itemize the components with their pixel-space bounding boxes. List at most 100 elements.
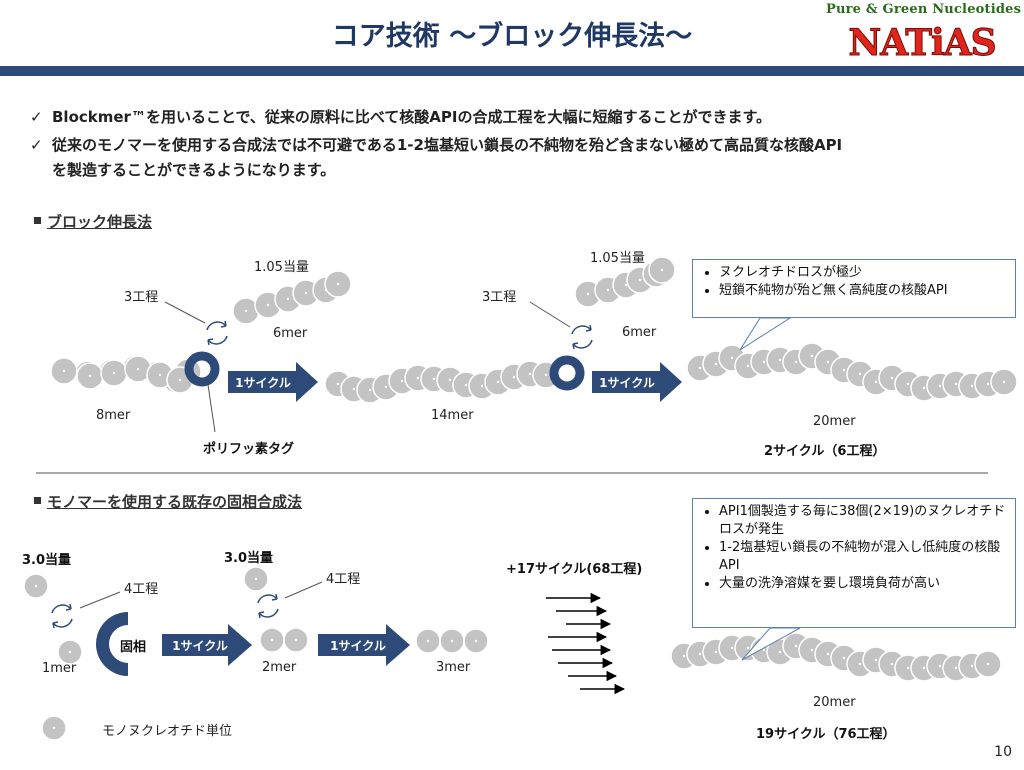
mer-label: 20mer [813,414,856,429]
bead-dot [858,372,862,376]
cycle-arrow: 1サイクル [318,624,410,666]
bead-dot [270,638,274,642]
bead-dot [384,385,388,389]
bead-dot [842,656,846,660]
bead-dot [682,654,686,658]
bead-dot [62,369,66,373]
bead-dot [970,664,974,668]
bead-dot [730,646,734,650]
polyfluoro-tag-icon [549,355,585,391]
leader-line [79,591,121,609]
bead-dot [178,378,182,382]
bead-dot [136,367,140,371]
intro-bullet-2-cont: を製造することができるようになります。 [52,161,336,179]
bead-dot [304,291,308,295]
cycle-arrow-label: 1サイクル [330,639,386,653]
header-divider [0,66,1024,76]
bead-dot [528,372,532,376]
section-heading-block-method: ブロック伸長法 [34,211,152,232]
bead-dot [746,646,750,650]
mer-label: 14mer [431,408,474,423]
section-heading-monomer-method: モノマーを使用する既存の固相合成法 [34,491,302,512]
bead-dot [112,371,116,375]
bead-dot [986,382,990,386]
more-cycles-label: +17サイクル(68工程) [506,562,643,577]
cycle-icon [257,593,279,619]
bead-dot [336,382,340,386]
polyfluoro-tag-label: ポリフッ素タグ [203,442,295,457]
bead-dot [416,376,420,380]
bead-dot [1002,380,1006,384]
bead-dot [544,373,548,377]
mer-label: 1mer [42,661,77,676]
steps-label: 3工程 [124,290,159,305]
bead-dot [426,639,430,643]
callout-item: 1-2塩基短い鎖長の不純物が混入し低純度の核酸API [719,539,1007,575]
bead-dot [480,384,484,388]
bead-dot [874,380,878,384]
bead-dot [624,283,628,287]
brand-tagline: Pure & Green Nucleotides [826,2,1022,17]
bead-dot [778,650,782,654]
bead-dot [826,360,830,364]
total-cycles-label: 19サイクル（76工程） [756,727,896,742]
callout-item: API1個製造する毎に38個(2×19)のヌクレオチドロスが発生 [719,503,1007,539]
bead-dot [922,666,926,670]
bead-dot [336,282,340,286]
bead-dot [660,268,664,272]
bead-dot [158,373,162,377]
bead-dot [906,382,910,386]
bead-dot [34,584,38,588]
legend-label: モノヌクレオチド単位 [102,724,233,739]
callout-tail [741,627,801,661]
bead-dot [874,658,878,662]
bead-dot [512,375,516,379]
leader-line [284,581,323,599]
bead-dot [448,378,452,382]
bead-dot [714,650,718,654]
bead-dot [778,358,782,362]
bead-dot [794,360,798,364]
bead-dot [368,388,372,392]
bead-dot [474,639,478,643]
callout-box: ヌクレオチドロスが極少 短鎖不純物が殆ど無く高純度の核酸API [692,259,1016,318]
bead-dot [794,644,798,648]
page-number: 10 [994,744,1012,760]
bead-dot [890,376,894,380]
bead-dot [698,652,702,656]
callout-tail [739,317,792,351]
bead-dot [638,278,642,282]
equiv-label: 1.05当量 [590,251,645,266]
bead-dot [970,384,974,388]
equiv-label: 3.0当量 [224,551,274,566]
mer-label: 2mer [262,660,297,675]
bead-dot [826,652,830,656]
bead-dot [938,384,942,388]
bead-dot [890,662,894,666]
page-title: コア技術 〜ブロック伸長法〜 [331,21,693,52]
bead-dot [352,387,356,391]
intro-bullet-2: ✓従来のモノマーを使用する合成法では不可避である1-2塩基短い鎖長の不純物を殆ど… [30,136,843,154]
check-icon: ✓ [30,136,43,154]
equiv-label: 3.0当量 [22,553,72,568]
bead-dot [294,638,298,642]
cycle-icon [51,603,73,629]
bead-dot [400,379,404,383]
bead-dot [954,666,958,670]
mer-label: 6mer [273,326,308,341]
cycle-arrow-label: 1サイクル [599,376,655,390]
leader-line [164,301,206,324]
solid-phase-icon [96,612,128,676]
callout-item: 大量の洗浄溶媒を要し環境負荷が高い [719,575,1007,593]
leader-line [207,384,216,433]
bead-dot [254,577,258,581]
bead-dot [986,662,990,666]
bead-dot [244,309,248,313]
bead-dot [286,297,290,301]
mer-label: 20mer [813,695,856,710]
bead-dot [450,639,454,643]
cycle-arrow-label: 1サイクル [172,639,228,653]
equiv-label: 1.05当量 [254,260,309,275]
mer-label: 6mer [622,325,657,340]
